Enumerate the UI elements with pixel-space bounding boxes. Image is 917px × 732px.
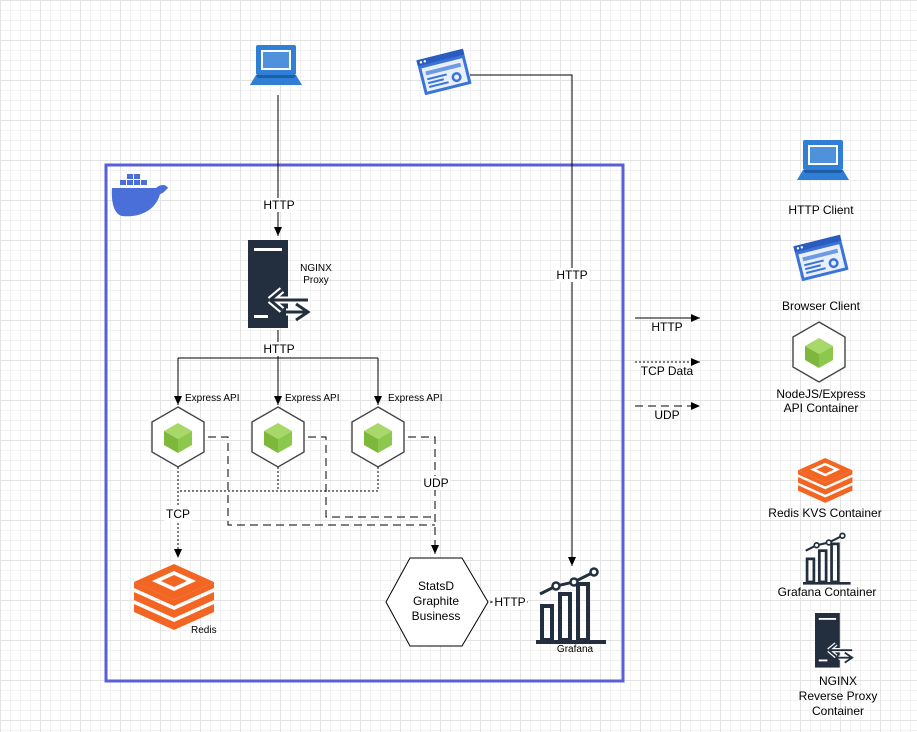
redis-icon [134,564,214,630]
legend-redis-label: Redis KVS Container [768,506,882,520]
grafana-icon [534,566,608,644]
browser-client-icon [416,48,472,96]
express-api-3-icon [351,406,405,468]
docker-icon [111,174,168,217]
label-http-client-nginx: HTTP [261,198,297,212]
label-express-api-1: Express API [185,393,240,404]
edge-express-udp-to-statsd [208,436,439,554]
docker-boundary [104,163,625,683]
legend-browser-client-icon [793,234,849,282]
legend-node-label: NodeJS/Express API Container [776,387,866,415]
label-tcp: TCP [164,507,192,521]
legend-tcp-label: TCP Data [640,364,694,378]
label-http-grafana-statsd: HTTP [492,595,528,609]
legend-nginx-label: NGINX Reverse Proxy Container [798,674,878,718]
label-udp: UDP [421,476,451,490]
express-api-2-icon [251,406,305,468]
redis-label: Redis [191,625,217,636]
statsd-node [385,557,489,647]
grafana-label: Grafana [556,644,594,655]
label-express-api-2: Express API [285,393,340,404]
legend-http-client-icon [797,140,849,180]
label-http-fanout: HTTP [261,342,297,356]
legend-node-icon [792,321,846,383]
edge-browser-to-grafana [470,74,576,566]
legend-http-label: HTTP [651,320,683,334]
edge-express-tcp-to-redis [174,467,379,558]
legend-redis-icon [798,458,853,503]
label-http-browser-grafana: HTTP [554,268,590,282]
legend-http-client-label: HTTP Client [788,203,854,217]
statsd-label: StatsD Graphite Business [411,579,461,623]
legend-nginx-icon [815,613,852,668]
edge-nginx-to-express [174,330,382,405]
label-express-api-3: Express API [388,393,443,404]
label-nginx-proxy: NGINX Proxy [300,263,332,286]
express-api-1-icon [151,406,205,468]
legend-grafana-icon [801,531,852,585]
legend-grafana-label: Grafana Container [777,585,877,599]
legend-udp-label: UDP [654,408,680,422]
legend-browser-client-label: Browser Client [781,299,861,313]
http-client-laptop-icon [250,45,302,85]
